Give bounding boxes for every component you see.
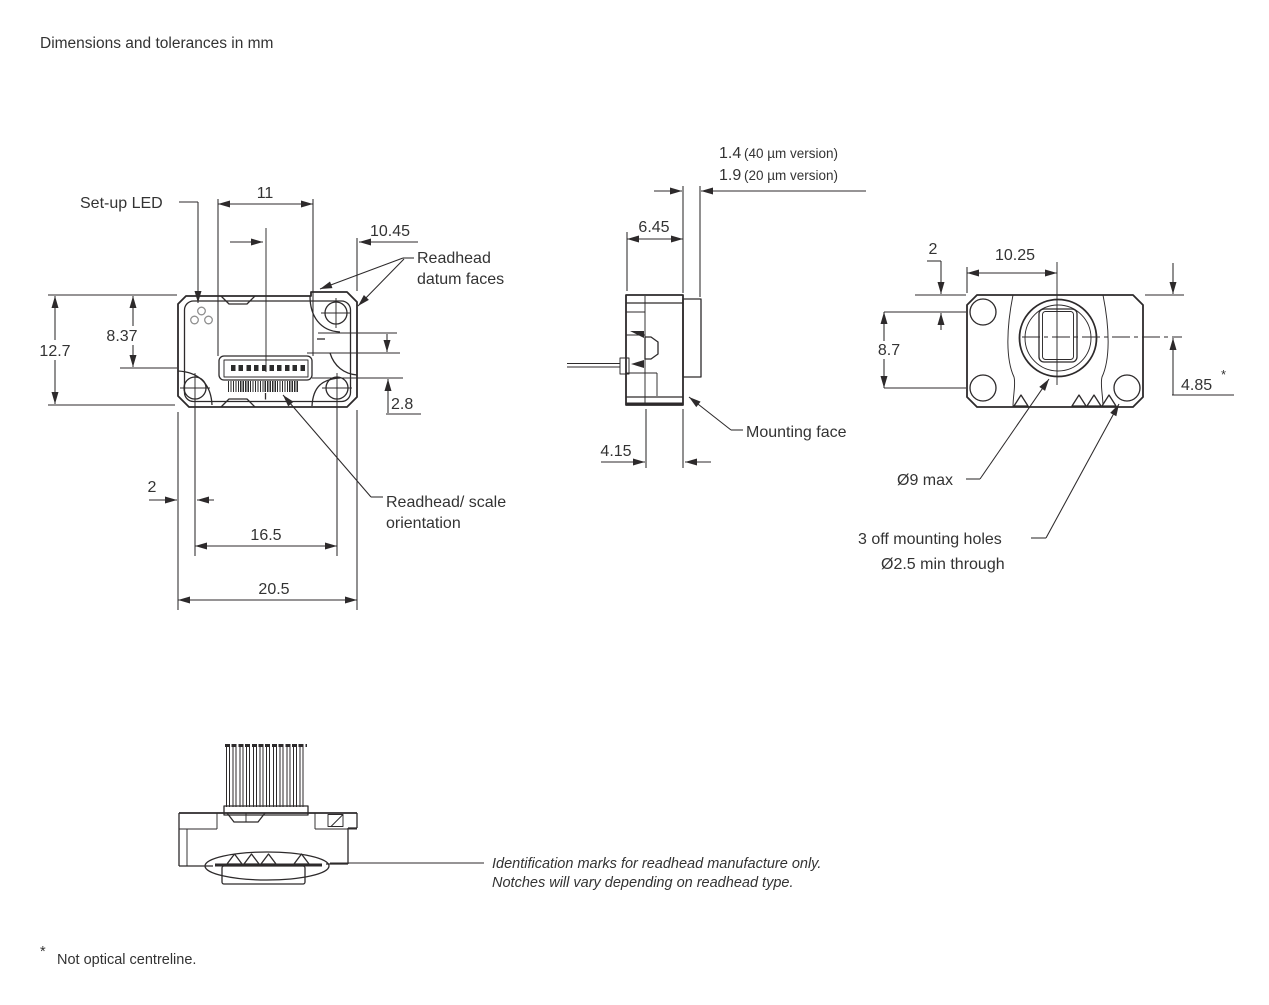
dim-connector-width: 11	[257, 185, 274, 202]
dim-datum-offset: 10.45	[370, 223, 410, 240]
connector-contacts-pattern	[231, 364, 308, 371]
side-view-leaders	[688, 396, 743, 431]
back-view: 2 10.25 8.7 4.85 * Ø9 max 3 off mounting…	[858, 241, 1234, 573]
dim-lens-centre-offset: 10.25	[995, 247, 1035, 264]
connector-pin-tips-pattern	[225, 744, 307, 747]
dim-led-height: 8.37	[106, 328, 137, 345]
side-view-dimensions	[601, 186, 866, 468]
identification-note-line1: Identification marks for readhead manufa…	[492, 856, 821, 872]
datum-faces-label-line2: datum faces	[417, 271, 504, 288]
readhead-cable	[567, 363, 620, 368]
front-view: Set-up LED Readhead datum faces Readhead…	[31, 185, 506, 610]
back-view-body-outline	[966, 262, 1182, 408]
dim-hole-pitch-vertical: 8.7	[878, 342, 900, 359]
dim-body-height: 12.7	[39, 343, 70, 360]
footnote-text: Not optical centreline.	[57, 952, 196, 968]
setup-led-indicator	[190, 306, 213, 325]
footnote-star: *	[40, 944, 46, 960]
dim-cable-offset: 4.15	[600, 443, 631, 460]
bottom-view: Identification marks for readhead manufa…	[178, 805, 821, 891]
dim-hole-pitch: 16.5	[250, 527, 281, 544]
dim-rideheight-40-note: (40 µm version)	[744, 146, 838, 161]
dim-hole-edge-offset: 2	[148, 479, 157, 496]
identification-note-line2: Notches will vary depending on readhead …	[492, 875, 793, 891]
mounting-holes-label-line2: Ø2.5 min through	[881, 556, 1005, 573]
side-view: 1.4 (40 µm version) 1.9 (20 µm version) …	[567, 145, 866, 468]
front-view-leaders	[179, 201, 414, 498]
dim-rideheight-20-note: (20 µm version)	[744, 168, 838, 183]
identification-marks	[204, 851, 330, 885]
bottom-view-body-outline	[178, 805, 358, 867]
dim-rideheight-40: 1.4	[719, 145, 741, 162]
scale-orientation-marks-pattern	[228, 381, 299, 392]
front-mounting-holes	[180, 298, 352, 403]
dim-centreline-offset: 4.85	[1181, 377, 1212, 394]
connector-pins-pattern	[226, 746, 306, 807]
orientation-label-line1: Readhead/ scale	[386, 494, 506, 511]
side-view-body-outline	[619, 294, 702, 406]
dim-scale-offset: 2.8	[391, 396, 413, 413]
lens-dia-label: Ø9 max	[897, 472, 953, 489]
connector-window	[218, 355, 313, 400]
sheet-title: Dimensions and tolerances in mm	[40, 35, 273, 52]
front-view-dimensions	[31, 199, 421, 610]
dim-body-width: 20.5	[258, 581, 289, 598]
orientation-label-line2: orientation	[386, 515, 461, 532]
setup-led-label: Set-up LED	[80, 195, 163, 212]
dim-centreline-offset-star: *	[1221, 367, 1226, 382]
mounting-holes-label-line1: 3 off mounting holes	[858, 531, 1002, 548]
mounting-face-label: Mounting face	[746, 424, 847, 441]
back-view-dimensions	[871, 260, 1234, 396]
datum-faces-label-line1: Readhead	[417, 250, 491, 267]
dim-hole-top-offset: 2	[929, 241, 938, 258]
back-view-leaders	[966, 378, 1120, 539]
dim-body-depth: 6.45	[638, 219, 669, 236]
dim-rideheight-20: 1.9	[719, 167, 741, 184]
front-view-body-outline	[177, 291, 403, 408]
